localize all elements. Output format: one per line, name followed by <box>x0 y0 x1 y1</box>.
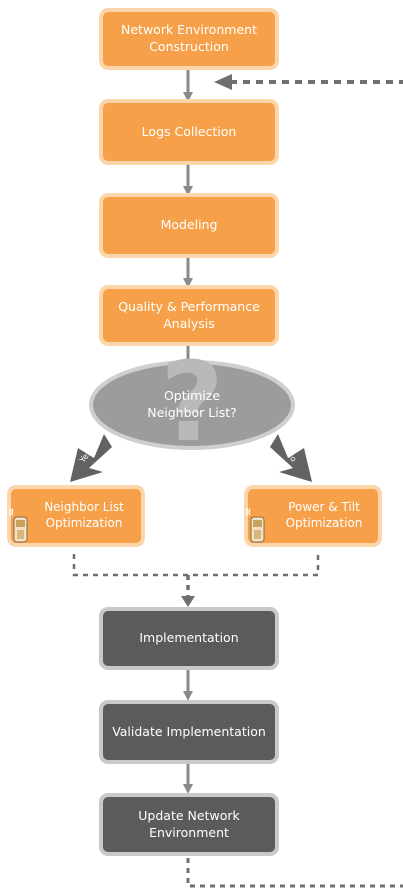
node-label: Neighbor List Optimization <box>44 500 124 530</box>
node-label: Update Network Environment <box>138 807 240 840</box>
logs-collection-node: Logs Collection <box>99 99 279 165</box>
decision-shape <box>89 360 295 450</box>
node-label: Quality & Performance Analysis <box>118 298 260 331</box>
decision-node: Optimize Neighbor List? <box>90 361 294 449</box>
modeling-node: Modeling <box>99 193 279 258</box>
neighbor-list-optimization-node: Neighbor List Optimization <box>7 485 145 547</box>
dashed-merge-connector <box>72 554 320 577</box>
dashed-merge-arrow-icon <box>181 596 195 607</box>
network-environment-construction-node: Network Environment Construction <box>99 8 279 70</box>
mobile-phone-icon <box>246 508 265 543</box>
power-tilt-optimization-node: Power & Tilt Optimization <box>244 485 382 547</box>
mobile-phone-icon <box>9 508 28 543</box>
validate-implementation-node: Validate Implementation <box>99 700 279 764</box>
node-label: Power & Tilt Optimization <box>285 500 363 530</box>
yes-branch-arrow-icon <box>70 434 112 482</box>
node-label: Network Environment Construction <box>121 22 257 54</box>
node-label: Modeling <box>160 217 218 233</box>
decision-label: Optimize Neighbor List? <box>147 388 237 420</box>
implementation-node: Implementation <box>99 607 279 670</box>
update-network-environment-node: Update Network Environment <box>99 793 279 856</box>
node-label: Logs Collection <box>141 123 237 139</box>
no-branch-arrow-icon <box>270 434 312 482</box>
dashed-feedback-arrow-icon <box>214 74 232 90</box>
dashed-loopback-line <box>186 858 403 888</box>
quality-performance-analysis-node: Quality & Performance Analysis <box>99 285 279 346</box>
node-label: Validate Implementation <box>112 723 266 739</box>
node-label: Implementation <box>139 630 239 646</box>
question-mark-icon: ? <box>160 338 224 466</box>
